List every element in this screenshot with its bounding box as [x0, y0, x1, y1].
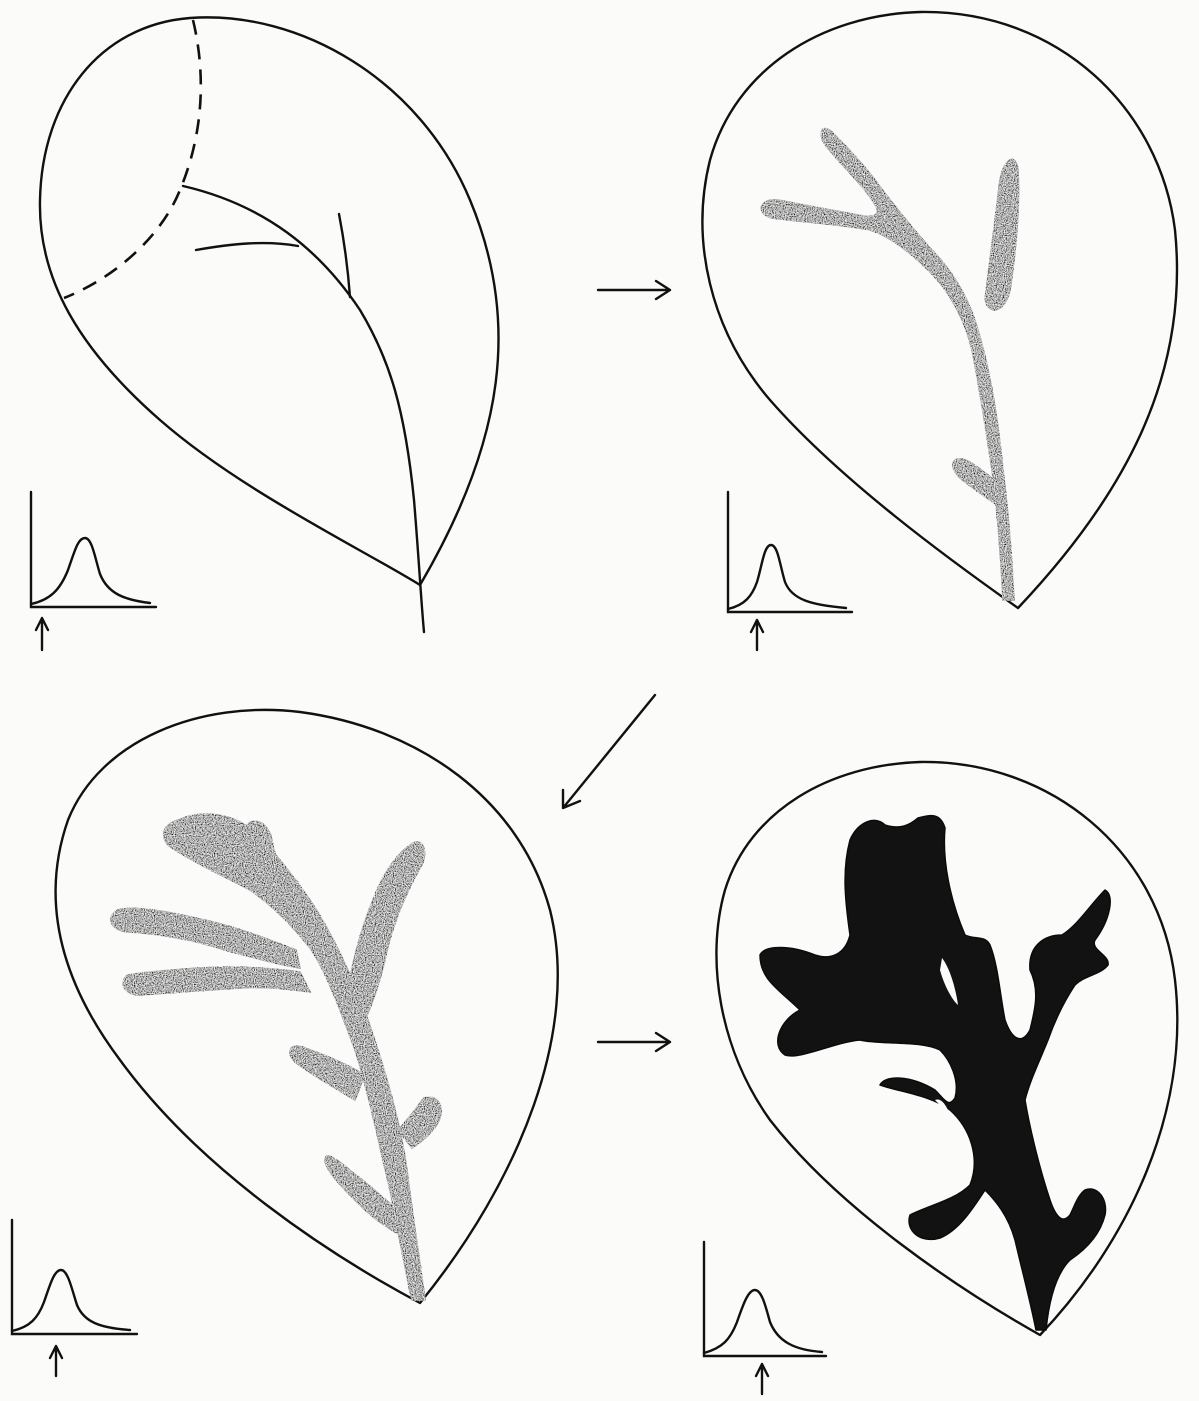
leaf-outline [56, 710, 558, 1303]
pigment-bud-right [398, 1097, 441, 1148]
diagonal-arrow-icon [563, 695, 655, 808]
peak-curve-icon [704, 1290, 822, 1353]
up-arrow-icon [751, 620, 763, 650]
pigment-pattern [760, 816, 1110, 1330]
spectrum-inset [728, 492, 852, 650]
pigment-solid-body [760, 816, 1110, 1330]
axes [704, 1242, 826, 1356]
panel-stage-4 [704, 762, 1177, 1394]
dashed-boundary [64, 20, 201, 298]
leaf-outline [40, 17, 499, 585]
panel-stage-3 [12, 710, 558, 1376]
peak-curve-icon [31, 538, 150, 604]
axes [12, 1220, 137, 1334]
panel-stage-1 [31, 17, 499, 650]
up-arrow-icon [50, 1346, 62, 1376]
pigment-branch-upright [985, 159, 1019, 310]
panel-stage-2 [703, 12, 1178, 650]
pigment-branch-mid-left [290, 1046, 365, 1100]
pigment-branch-right [345, 842, 425, 1030]
up-arrow-icon [36, 618, 48, 650]
axes [728, 492, 852, 612]
peak-curve-icon [728, 545, 846, 609]
spectrum-inset [12, 1220, 137, 1376]
pigment-stem [761, 129, 1014, 600]
peak-curve-icon [12, 1270, 130, 1331]
right-arrow-icon [598, 1033, 670, 1051]
pigment-pattern [761, 129, 1018, 600]
up-arrow-icon [756, 1364, 768, 1394]
vein-branch-left [196, 243, 298, 250]
spectrum-inset [31, 492, 156, 650]
right-arrow-icon [598, 281, 670, 299]
spectrum-inset [704, 1242, 826, 1394]
pigment-branch-left-1 [111, 908, 300, 968]
pigment-pattern [111, 814, 441, 1300]
leaf-outline [703, 12, 1178, 608]
pigment-branch-left-2 [123, 967, 310, 995]
